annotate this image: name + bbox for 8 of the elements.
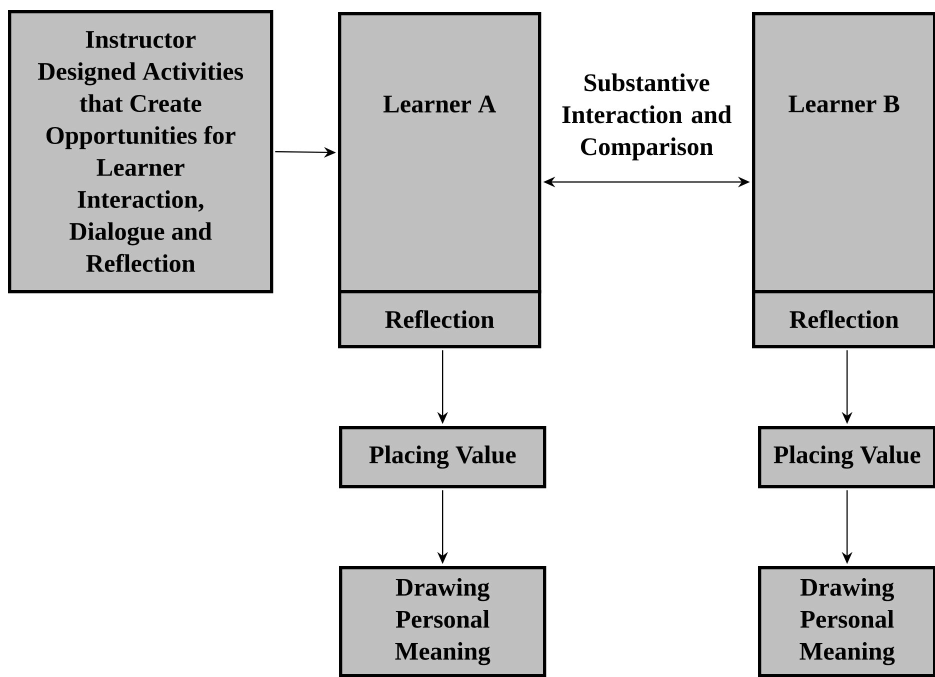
reflection-box: Reflection [752,290,935,348]
activity-box: Instructor Designed Activities that Create Opportunities for Learner Interaction, Dialogue and Reflection [8,10,274,294]
reflection-box: Reflection [338,290,542,348]
edge-label: Substantive Interaction and Comparison [554,70,740,164]
process-box: Drawing Personal Meaning [758,566,935,677]
process-box: Placing Value [758,426,935,488]
process-box: Drawing Personal Meaning [339,566,546,677]
process-box: Placing Value [339,426,546,488]
